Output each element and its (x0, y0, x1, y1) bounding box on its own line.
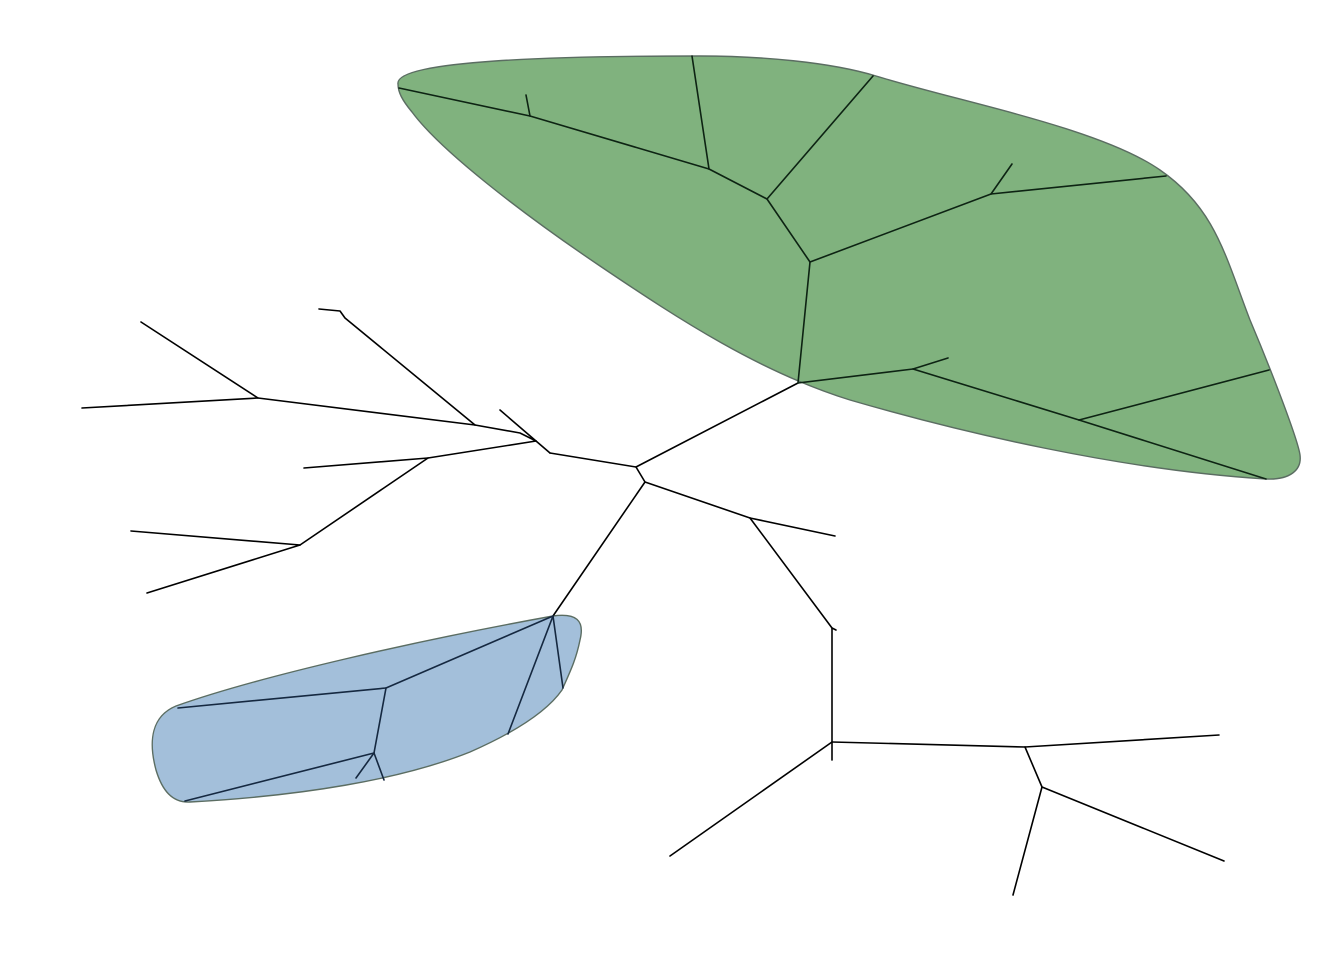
branch (303, 457, 429, 469)
branch (184, 752, 375, 802)
branch (635, 382, 799, 468)
branch (766, 198, 811, 263)
branch (130, 530, 301, 546)
branch (831, 741, 1026, 748)
branch (809, 193, 992, 263)
branch (177, 687, 387, 709)
branch (749, 517, 833, 629)
branch (635, 466, 646, 483)
branch (385, 615, 554, 689)
clade-green-branches (398, 55, 1270, 480)
branch (474, 424, 537, 442)
branch (318, 308, 476, 426)
branch (427, 440, 537, 459)
branch (708, 168, 768, 200)
clade-blue-branches (177, 615, 564, 802)
branch (1078, 419, 1267, 480)
branch (990, 163, 1013, 195)
branch (398, 87, 531, 117)
clade-blue-hull (151, 614, 582, 803)
branch (912, 357, 949, 370)
branch (299, 457, 429, 546)
branch (1041, 786, 1225, 862)
branch (552, 481, 646, 617)
branch (355, 752, 375, 779)
branch (1024, 746, 1043, 788)
branch (373, 687, 387, 754)
branch (644, 481, 751, 519)
branch (549, 452, 637, 468)
branch (1012, 786, 1043, 896)
branch (525, 94, 531, 117)
branch (669, 741, 833, 857)
branch (140, 321, 259, 399)
branch (81, 397, 259, 409)
branch (535, 440, 551, 454)
tree-branches (81, 55, 1270, 896)
branch (499, 409, 537, 442)
branch (691, 55, 710, 170)
branch (552, 615, 564, 689)
branch (766, 75, 874, 200)
branch (507, 615, 554, 735)
branch (1078, 369, 1270, 421)
branch (990, 175, 1167, 195)
branch (146, 544, 301, 594)
branch (373, 752, 385, 781)
branch (529, 115, 710, 170)
clade-green-hull (397, 55, 1301, 480)
branch (912, 368, 1080, 421)
branch (797, 368, 914, 384)
branch (257, 397, 476, 426)
branch (1024, 734, 1220, 748)
branch (797, 261, 811, 384)
branch (749, 517, 836, 537)
